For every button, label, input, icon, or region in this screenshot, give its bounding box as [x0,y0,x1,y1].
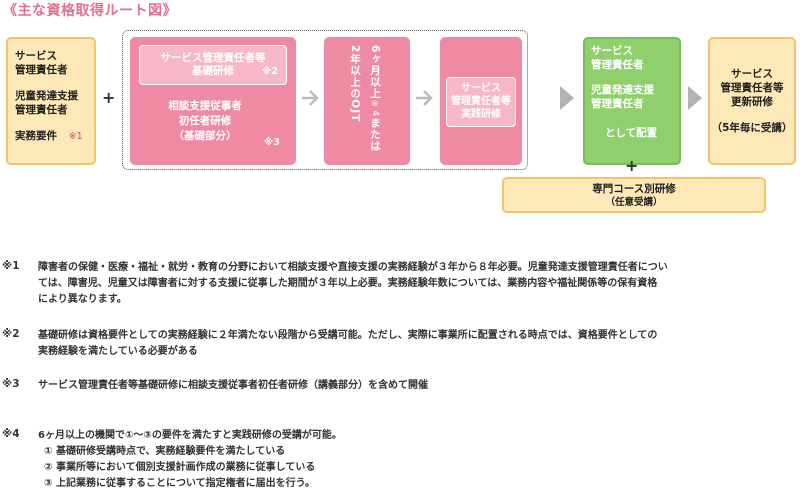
note4-text: 6ヶ月以上の機関で①～③の要件を満たすと実践研修の受講が可能。 ① 基礎研修受講… [38,428,798,492]
ojt-six-months: 6ヶ月以上 [369,45,381,100]
requirement-line2: 管理責任者 [15,64,68,76]
requirement-line1: サービス [15,50,57,62]
note4-line2: ① 基礎研修受講時点で、実務経験要件を満たしている [44,446,286,457]
note2-line2: 実務経験を満たしている必要がある [38,346,198,357]
arrow-right-icon [416,90,433,106]
ojt-mark: ※4 [370,99,380,118]
note4-label: ※4 [2,428,20,440]
note4-line4: ③ 上記業務に従事することについて指定権者に届出を行う。 [44,478,316,489]
note3-line1: サービス管理責任者等基礎研修に相談支援従事者初任者研修（講義部分）を含めて開催 [38,380,428,391]
specialized-course-line1: 専門コース別研修 [592,183,676,195]
note1-line2: ては、障害児、児童又は障害者に対する支援に従事した期間が３年以上必要。実務経験年… [38,278,658,289]
basic-training-inner-line2: 基礎研修 [192,65,234,77]
placement-box: サービス 管理責任者 児童発達支援 管理責任者 として配置 [583,37,681,165]
diagram-title: 《主な資格取得ルート図》 [3,3,177,19]
note2-text: 基礎研修は資格要件としての実務経験に２年満たない段階から受講可能。ただし、実際に… [38,328,798,360]
practical-training-line1: サービス [461,83,501,94]
plus-sign-2: + [625,156,639,175]
specialized-course-box: 専門コース別研修 （任意受講） [502,177,766,213]
note4-line3: ② 事業所等において個別支援計画作成の業務に従事している [44,462,316,473]
ojt-or: または [369,117,381,152]
ojt-box: 6ヶ月以上※4または 2年以上のOJT [324,37,410,165]
requirement-line5: 実務要件 [15,130,57,142]
note1-label: ※1 [2,260,20,272]
basic-training-line2: 初任者研修 [178,115,232,127]
ojt-col2: 2年以上のOJT [349,45,361,123]
note2-label: ※2 [2,328,20,340]
practical-training-line3: 実践研修 [461,109,501,120]
ojt-col1: 6ヶ月以上※4または [368,45,381,152]
renewal-line1: サービス [731,68,773,80]
note4-line1: 6ヶ月以上の機関で①～③の要件を満たすと実践研修の受講が可能。 [38,430,342,441]
requirement-box: サービス 管理責任者 児童発達支援 管理責任者 実務要件 ※1 [6,37,96,165]
renewal-line4: （5年毎に受講） [711,122,793,134]
chevron-right-icon [688,86,702,110]
note1-line3: により異なります。 [38,294,127,305]
placement-line5: として配置 [605,127,658,139]
basic-training-line1: 相談支援従事者 [168,100,242,112]
note3-label: ※3 [2,378,20,390]
practical-training-inner: サービス 管理責任者等 実践研修 [446,77,516,127]
requirement-mark: ※1 [68,131,83,142]
renewal-box: サービス 管理責任者等 更新研修 （5年毎に受講） [708,37,796,165]
note1-text: 障害者の保健・医療・福祉・就労・教育の分野において相談支援や直接支援の実務経験が… [38,260,798,308]
basic-training-inner-mark: ※2 [262,66,278,77]
training-group-border [122,30,528,170]
placement-line4: 管理責任者 [591,98,644,110]
basic-training-line3: （基礎部分） [173,130,237,142]
requirement-line4: 管理責任者 [15,104,68,116]
arrow-right-icon [302,90,319,106]
note3-text: サービス管理責任者等基礎研修に相談支援従事者初任者研修（講義部分）を含めて開催 [38,378,798,394]
chevron-right-icon [560,86,574,110]
basic-training-inner: サービス管理責任者等 基礎研修 ※2 [139,45,287,85]
basic-training-mark: ※3 [264,137,280,148]
renewal-line2: 管理責任者等 [720,82,784,94]
practical-training-box: サービス 管理責任者等 実践研修 [440,37,522,165]
practical-training-line2: 管理責任者等 [451,96,511,107]
placement-line3: 児童発達支援 [591,84,654,96]
renewal-line3: 更新研修 [731,96,773,108]
placement-line1: サービス [591,45,633,57]
basic-training-inner-line1: サービス管理責任者等 [160,52,266,64]
basic-training-box: サービス管理責任者等 基礎研修 ※2 相談支援従事者 初任者研修 （基礎部分） ※… [130,37,296,165]
plus-sign: + [102,88,116,107]
specialized-course-line2: （任意受講） [605,197,663,208]
requirement-line3: 児童発達支援 [15,90,78,102]
note2-line1: 基礎研修は資格要件としての実務経験に２年満たない段階から受講可能。ただし、実際に… [38,330,658,341]
placement-line2: 管理責任者 [591,59,644,71]
note1-line1: 障害者の保健・医療・福祉・就労・教育の分野において相談支援や直接支援の実務経験が… [38,262,668,273]
